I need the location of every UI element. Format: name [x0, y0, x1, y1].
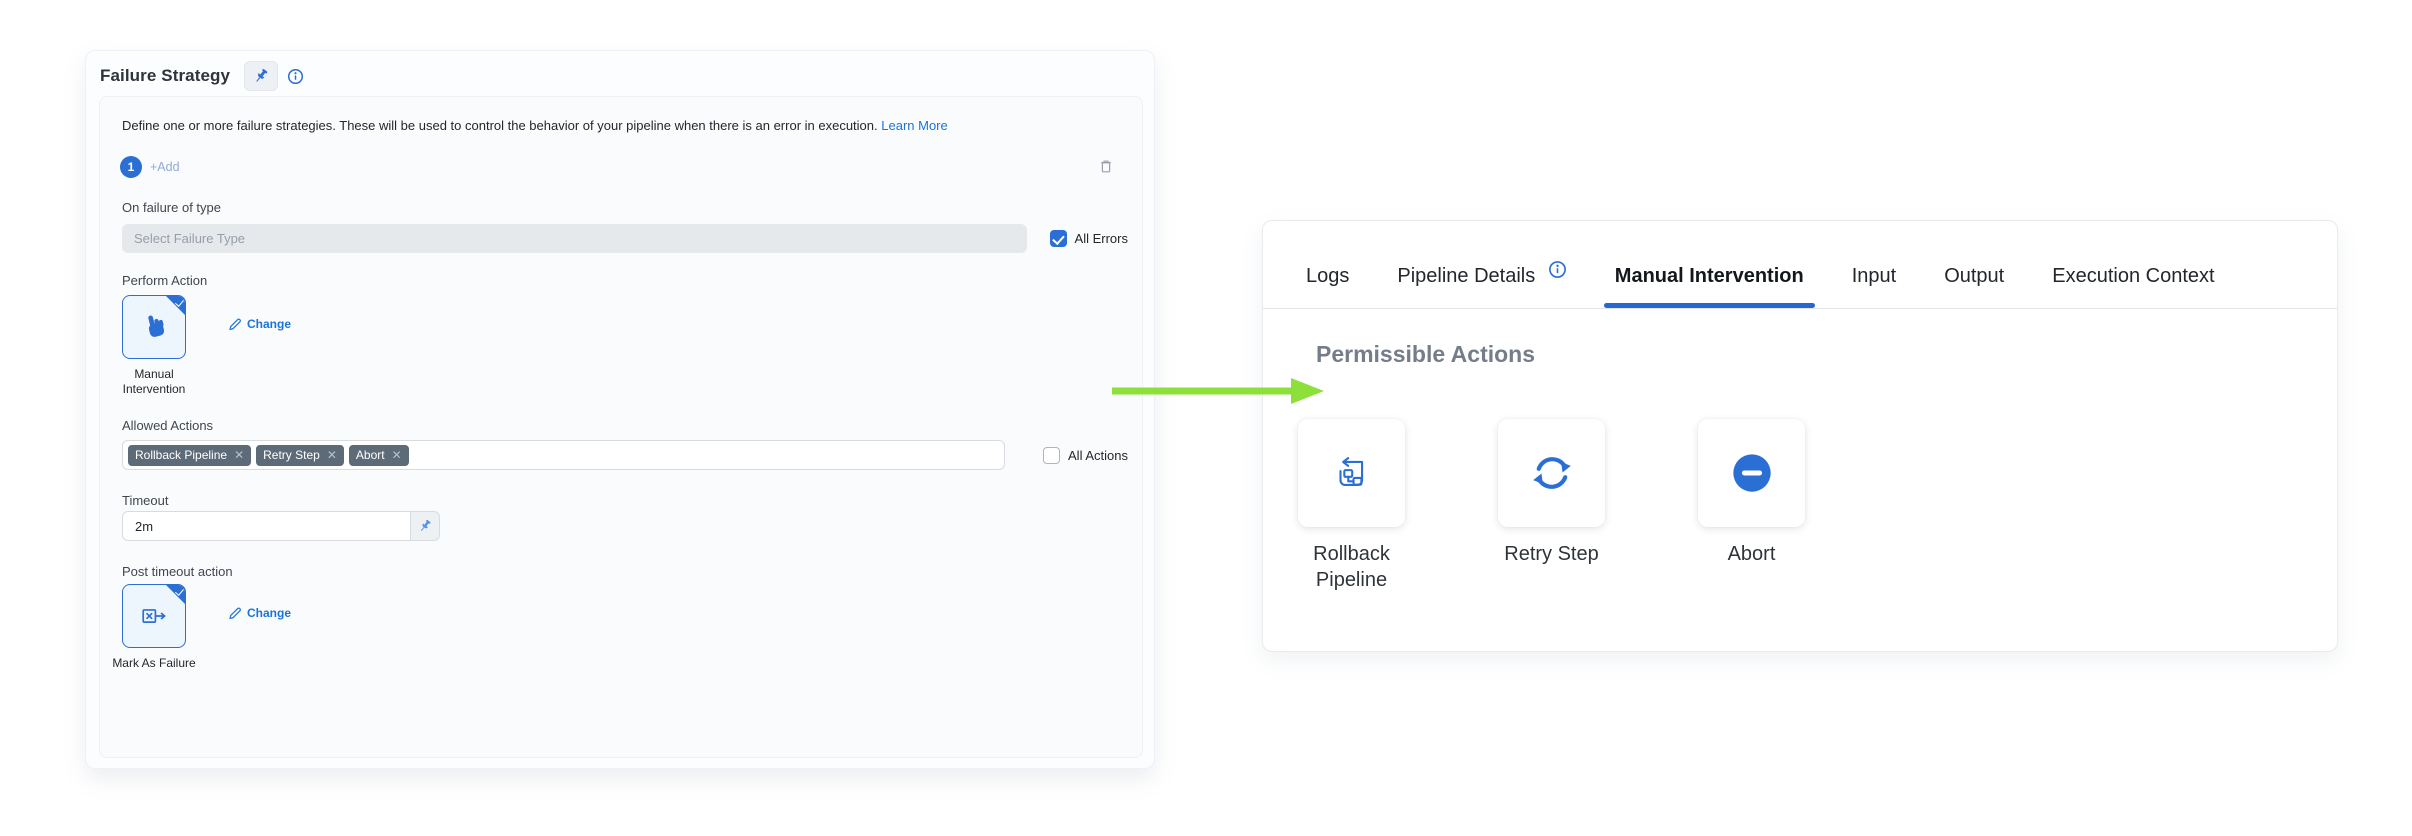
timeout-input[interactable]	[122, 511, 410, 541]
tab-output[interactable]: Output	[1944, 265, 2005, 287]
tab-manual-intervention[interactable]: Manual Intervention	[1603, 265, 1815, 308]
pin-icon	[253, 68, 269, 84]
allowed-actions-input[interactable]: Rollback Pipeline ✕ Retry Step ✕ Abort ✕	[122, 440, 1005, 470]
allowed-actions-label: Allowed Actions	[122, 418, 214, 433]
abort-card[interactable]	[1698, 419, 1805, 527]
post-timeout-label: Post timeout action	[122, 564, 233, 579]
selected-action-caption: Manual Intervention	[122, 367, 186, 396]
tab-execution-context[interactable]: Execution Context	[2052, 265, 2215, 287]
tab-input[interactable]: Input	[1851, 265, 1897, 287]
strategy-index-badge[interactable]: 1	[120, 156, 142, 178]
abort-icon	[1729, 450, 1775, 496]
flow-arrow	[1112, 378, 1324, 404]
description-text: Define one or more failure strategies. T…	[122, 118, 948, 133]
failure-strategy-header: Failure Strategy	[100, 61, 304, 91]
remove-tag-icon[interactable]: ✕	[234, 447, 245, 462]
add-strategy-button[interactable]: +Add	[150, 160, 180, 174]
allowed-action-tag[interactable]: Retry Step ✕	[256, 444, 344, 466]
all-actions-checkbox[interactable]: All Actions	[1043, 447, 1128, 464]
permissible-actions-row: Rollback Pipeline	[1298, 419, 1805, 593]
manual-intervention-icon	[139, 312, 169, 342]
pin-icon	[421, 519, 431, 531]
permissible-actions-title: Permissible Actions	[1316, 341, 1536, 367]
action-label: Rollback Pipeline	[1313, 543, 1390, 591]
failure-type-select[interactable]	[122, 224, 1027, 253]
manual-intervention-tile[interactable]	[122, 295, 186, 359]
timeout-pin-button[interactable]	[410, 511, 440, 541]
learn-more-link[interactable]: Learn More	[881, 118, 948, 133]
timeout-label: Timeout	[122, 493, 169, 508]
post-action-caption: Mark As Failure	[112, 656, 196, 670]
allowed-action-tag[interactable]: Abort ✕	[348, 444, 409, 466]
retry-step-action[interactable]: Retry Step	[1498, 419, 1605, 593]
failure-strategy-form: Define one or more failure strategies. T…	[99, 96, 1143, 758]
execution-tabs: Logs Pipeline Details Manual Interventio…	[1263, 221, 2337, 309]
action-label: Abort	[1727, 543, 1776, 565]
delete-strategy-button[interactable]	[1098, 158, 1114, 175]
strategy-list-row: 1 +Add	[100, 156, 1142, 180]
info-icon[interactable]	[1548, 260, 1567, 279]
mark-as-failure-icon	[139, 601, 169, 631]
all-errors-checkbox[interactable]: All Errors	[1049, 230, 1128, 247]
change-post-action-button[interactable]: Change	[228, 606, 291, 620]
tab-pipeline-details[interactable]: Pipeline Details	[1397, 260, 1567, 288]
on-failure-label: On failure of type	[122, 200, 221, 215]
page-title: Failure Strategy	[100, 66, 231, 85]
mark-as-failure-tile[interactable]	[122, 584, 186, 648]
checkbox-checked-icon	[1049, 230, 1067, 247]
execution-detail-panel: Logs Pipeline Details Manual Interventio…	[1262, 220, 2338, 652]
trash-icon	[1101, 160, 1111, 173]
remove-tag-icon[interactable]: ✕	[326, 447, 337, 462]
rollback-pipeline-icon	[1329, 450, 1375, 496]
allowed-action-tag[interactable]: Rollback Pipeline ✕	[128, 444, 252, 466]
rollback-pipeline-card[interactable]	[1298, 419, 1405, 527]
info-icon[interactable]	[287, 68, 304, 85]
action-label: Retry Step	[1504, 543, 1599, 565]
remove-tag-icon[interactable]: ✕	[391, 447, 402, 462]
pencil-icon	[229, 318, 241, 330]
checkbox-unchecked-icon	[1043, 447, 1061, 464]
retry-step-card[interactable]	[1498, 419, 1605, 527]
abort-action[interactable]: Abort	[1698, 419, 1805, 593]
change-action-button[interactable]: Change	[228, 317, 291, 331]
perform-action-label: Perform Action	[122, 273, 208, 288]
pencil-icon	[229, 607, 241, 619]
retry-step-icon	[1529, 450, 1575, 496]
pin-button[interactable]	[244, 61, 279, 91]
tab-logs[interactable]: Logs	[1306, 265, 1350, 287]
rollback-pipeline-action[interactable]: Rollback Pipeline	[1298, 419, 1405, 593]
failure-strategy-panel: Failure Strategy	[85, 50, 1155, 769]
timeout-field	[122, 511, 440, 541]
